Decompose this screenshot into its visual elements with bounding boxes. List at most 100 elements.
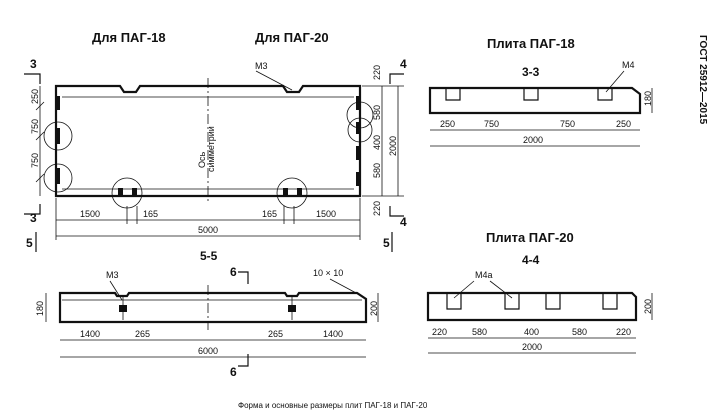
plan-loop-right-1 [356,96,361,110]
heading-plate18: Плита ПАГ-18 [487,36,575,51]
axis-label-2: симметрии [206,126,216,172]
detail-circle-bottom-2 [276,177,308,209]
label-m3-section: М3 [106,270,119,280]
dim55-height-200: 200 [369,301,379,316]
marker-6-top-arrow [238,271,249,284]
section44-slot-4 [602,293,618,310]
label-m4a: М4а [475,270,493,280]
plan-loop-bottom-3 [283,188,288,196]
dim55-265b: 265 [268,329,283,339]
dim-height-2000: 2000 [388,136,398,156]
marker-4-top-arrow [389,73,404,84]
dim33-750b: 750 [560,119,575,129]
marker-6-top: 6 [230,265,237,279]
gost-label: ГОСТ 25912—2015 [697,35,708,125]
dim44-220b: 220 [616,327,631,337]
view-label-3-3: 3-3 [522,65,540,79]
dim-left-tick-3 [35,173,45,183]
dim55-1400a: 1400 [80,329,100,339]
dim-bottom-1500b: 1500 [316,209,336,219]
dim-right-220b: 220 [372,201,382,216]
leader-m4a-2 [489,280,513,299]
dim-bottom-165b: 165 [262,209,277,219]
plan-loop-bottom-4 [297,188,302,196]
dim44-height-200: 200 [643,299,653,314]
marker-6-bottom-arrow [238,354,249,367]
dim33-250a: 250 [440,119,455,129]
dim-left-tick-1 [35,101,45,111]
leader-m4 [605,70,625,93]
plan-loop-right-4 [356,172,361,186]
plan-loop-bottom-1 [118,188,123,196]
dim-left-750a: 750 [30,119,40,134]
dim-left-250: 250 [30,89,40,104]
marker-3-bottom: 3 [30,211,37,225]
plan-loop-left-2 [55,128,60,144]
section33-slot-1 [445,88,461,101]
leader-chamfer [329,278,359,295]
dim55-height-180: 180 [35,301,45,316]
heading-pag20: Для ПАГ-20 [255,30,329,45]
dim33-250b: 250 [616,119,631,129]
marker-6-bottom: 6 [230,365,237,379]
dim44-length-2000: 2000 [522,342,542,352]
figure-caption: Форма и основные размеры плит ПАГ-18 и П… [238,401,428,410]
marker-5-right: 5 [383,236,390,250]
label-chamfer: 10 × 10 [313,268,343,278]
section55-outline [58,291,368,324]
plan-outline [54,84,362,198]
dim44-580b: 580 [572,327,587,337]
section44-slot-1 [446,293,462,310]
marker-3-bottom-arrow [24,204,41,215]
section44-outline [426,291,638,322]
detail-circle-left-2 [43,163,73,193]
marker-3-top-arrow [24,73,41,84]
dim55-length-6000: 6000 [198,346,218,356]
leader-m3-plan [255,70,293,91]
dim33-length-2000: 2000 [523,135,543,145]
plan-loop-left-3 [55,168,60,184]
plan-loop-right-3 [356,146,361,160]
dim-length-5000: 5000 [198,225,218,235]
detail-circle-left-1 [43,121,73,151]
heading-plate20: Плита ПАГ-20 [486,230,574,245]
view-label-4-4: 4-4 [522,253,540,267]
detail-circle-bottom-1 [111,177,143,209]
section44-slot-2 [504,293,520,310]
dim-bottom-165a: 165 [143,209,158,219]
axis-label-1: Ось [197,151,207,168]
plan-loop-bottom-2 [132,188,137,196]
detail-circle-right-2 [347,117,373,143]
dim-bottom-1500a: 1500 [80,209,100,219]
dim44-580a: 580 [472,327,487,337]
plan-loop-left-1 [55,96,60,110]
section33-slot-3 [597,88,613,101]
section-3-3: 3-3 М4 180 250 750 750 250 2000 [428,60,653,147]
dim-right-220a: 220 [372,65,382,80]
dim33-height-180: 180 [643,91,653,106]
marker-4-bottom-arrow [389,206,404,217]
section44-slot-3 [545,293,561,310]
dim55-1400b: 1400 [323,329,343,339]
dim33-750a: 750 [484,119,499,129]
label-m4: М4 [622,60,635,70]
marker-5-left: 5 [26,236,33,250]
section-4-4: 4-4 М4а 200 220 580 400 580 220 2000 [426,253,653,354]
section33-slot-2 [523,88,539,101]
dim55-265a: 265 [135,329,150,339]
dim44-220a: 220 [432,327,447,337]
dim-left-750b: 750 [30,153,40,168]
marker-3-top: 3 [30,57,37,71]
dim-right-580b: 580 [372,163,382,178]
detail-circle-right-1 [346,101,374,129]
heading-pag18: Для ПАГ-18 [92,30,166,45]
dim-right-400: 400 [372,135,382,150]
marker-4-bottom: 4 [400,215,407,229]
view-label-5-5: 5-5 [200,249,218,263]
dim-left-tick-2 [35,131,45,141]
marker-4-top: 4 [400,57,407,71]
leader-m4a-1 [453,280,475,299]
leader-m3-section [109,280,123,301]
dim44-400: 400 [524,327,539,337]
